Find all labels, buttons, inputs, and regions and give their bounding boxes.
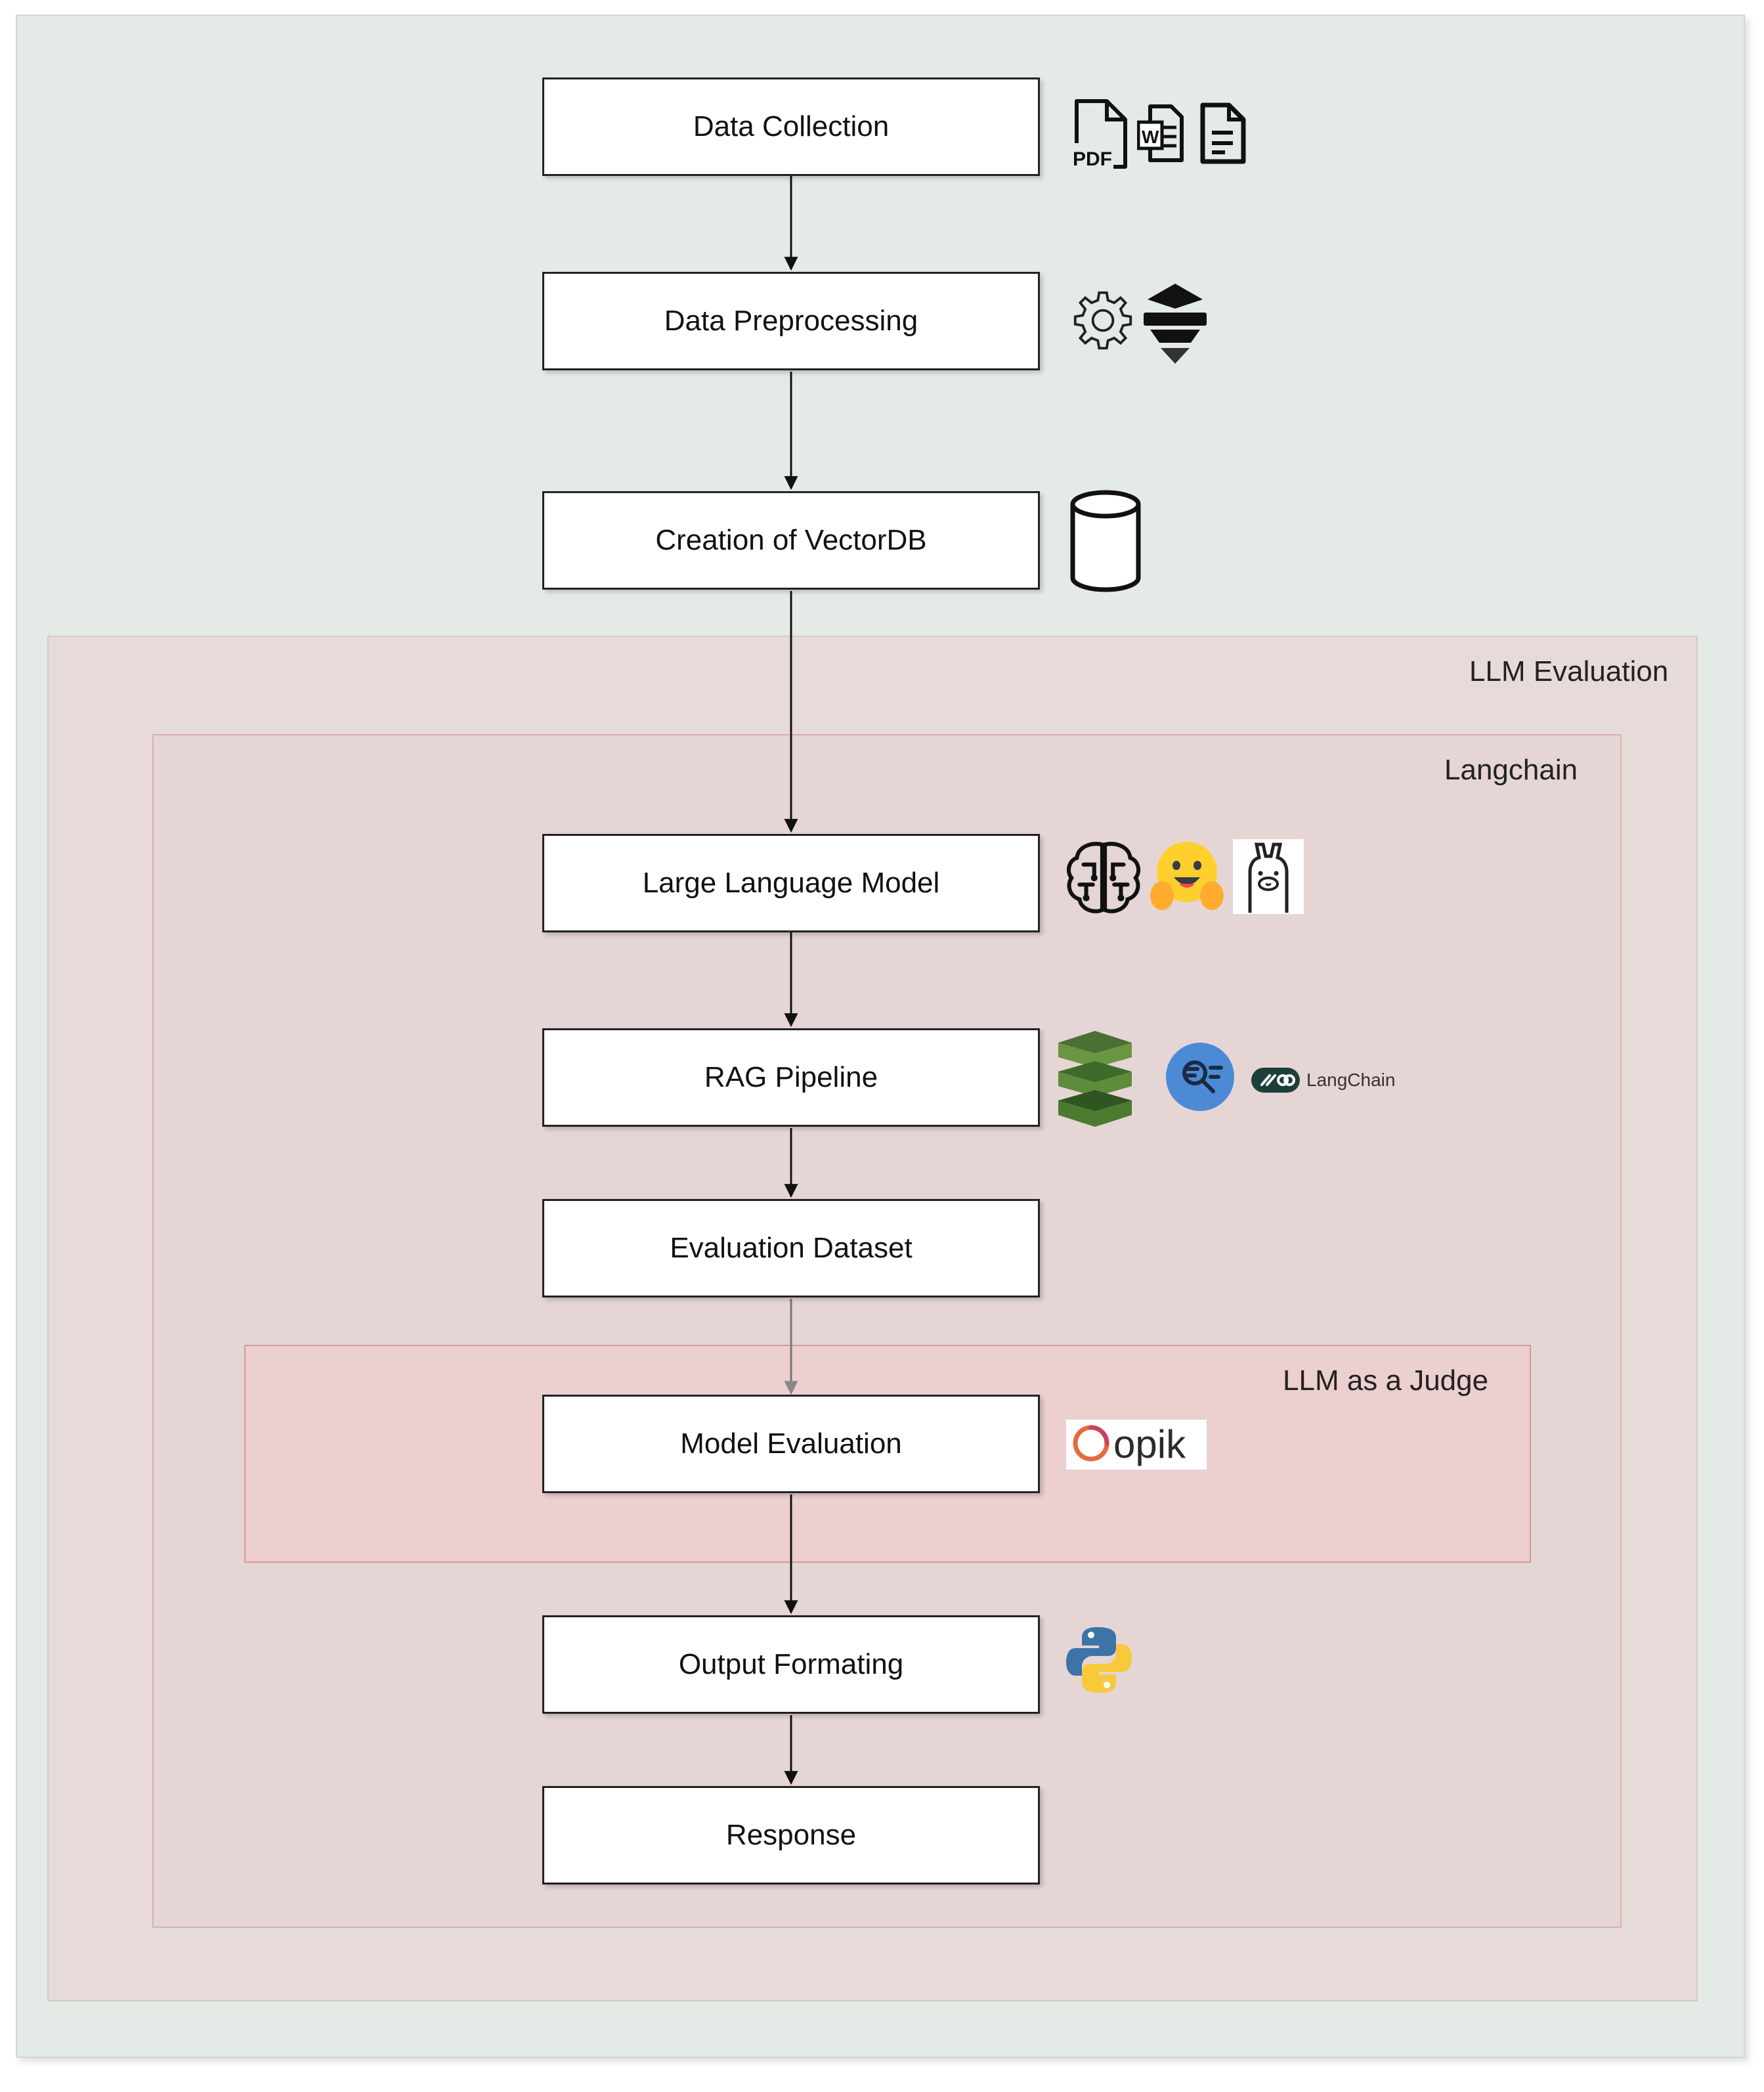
group-label-langchain: Langchain: [1444, 754, 1578, 786]
step-rag-pipeline: RAG Pipeline: [542, 1028, 1040, 1127]
filter-layers-icon: [1144, 284, 1207, 364]
hugging-face-icon: [1150, 842, 1224, 910]
pdf-file-icon: PDF: [1070, 99, 1127, 170]
opik-logo-icon: opik: [1066, 1420, 1207, 1470]
word-document-icon: W: [1137, 104, 1184, 162]
brain-circuit-icon: [1066, 842, 1141, 913]
step-large-language-model: Large Language Model: [542, 834, 1040, 932]
langchain-logo-icon: LangChain: [1251, 1068, 1395, 1093]
step-data-collection: Data Collection: [542, 77, 1040, 176]
step-evaluation-dataset: Evaluation Dataset: [542, 1199, 1040, 1297]
step-creation-of-vectordb: Creation of VectorDB: [542, 491, 1040, 590]
ollama-llama-icon: [1233, 839, 1304, 914]
group-label-llm-evaluation: LLM Evaluation: [1469, 655, 1669, 687]
step-output-formating: Output Formating: [542, 1615, 1040, 1714]
langchain-logo-text: LangChain: [1306, 1070, 1395, 1090]
stacked-layers-icon: [1058, 1031, 1132, 1127]
pdf-icon-text: PDF: [1073, 148, 1112, 170]
python-logo-icon: [1066, 1627, 1132, 1693]
group-label-llm-as-judge: LLM as a Judge: [1283, 1364, 1489, 1397]
gear-icon: [1073, 291, 1132, 350]
step-response: Response: [542, 1786, 1040, 1885]
search-index-icon: [1166, 1043, 1234, 1111]
database-cylinder-icon: [1070, 490, 1141, 592]
opik-logo-text: opik: [1113, 1422, 1186, 1466]
step-model-evaluation: Model Evaluation: [542, 1395, 1040, 1493]
text-document-icon: [1200, 102, 1246, 164]
word-icon-text: W: [1142, 127, 1159, 147]
step-data-preprocessing: Data Preprocessing: [542, 272, 1040, 370]
group-langchain: [152, 734, 1622, 1928]
